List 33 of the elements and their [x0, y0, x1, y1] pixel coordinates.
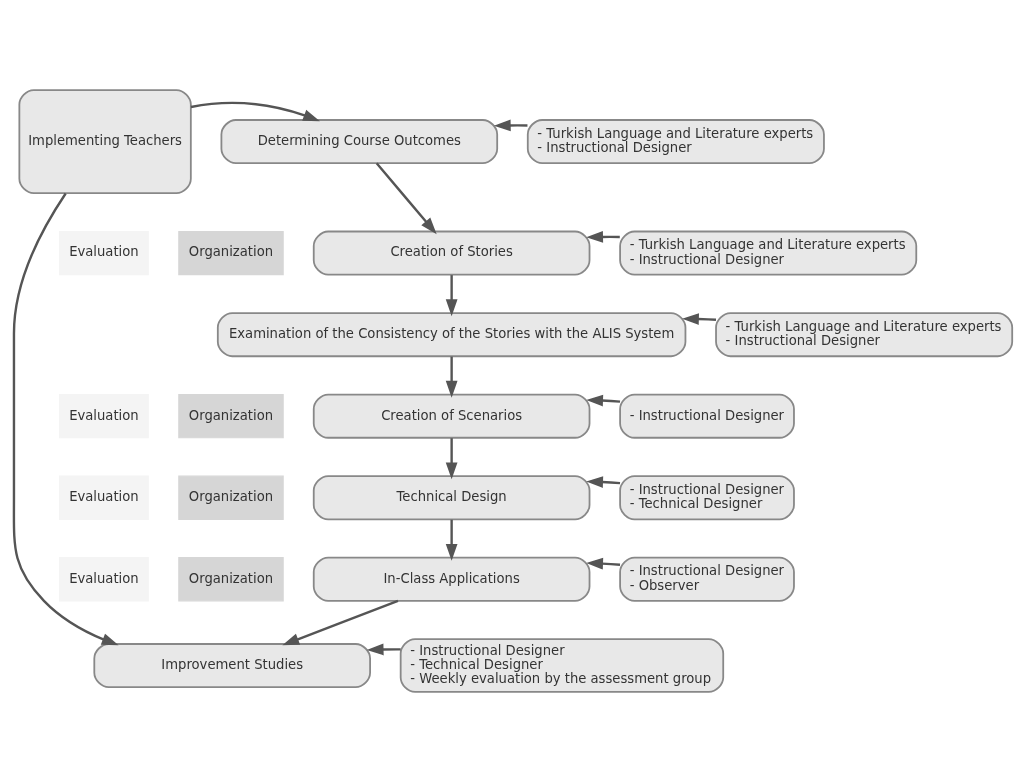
- node-box: Examination of the Consistency of the Stories with the ALIS System: [216, 312, 686, 358]
- arrow: [190, 101, 320, 122]
- node-box: Creation of Stories: [312, 230, 590, 276]
- node-box: Determining Course Outcomes: [220, 119, 498, 165]
- node-box: Creation of Scenarios: [312, 393, 590, 439]
- node-box: In-Class Applications: [312, 556, 590, 602]
- node-box: Organization: [177, 557, 284, 602]
- node-box: Organization: [177, 475, 284, 520]
- node-box: Implementing Teachers: [17, 89, 192, 195]
- node-box: Technical Design: [312, 475, 590, 521]
- arrow: [681, 313, 716, 325]
- node-box: - Turkish Language and Literature experts - Instructional Designer: [714, 312, 1013, 358]
- arrow: [281, 599, 398, 646]
- arrow: [12, 192, 119, 646]
- node-box: Organization: [177, 230, 284, 276]
- node-box: - Instructional Designer: [618, 393, 795, 439]
- node-box: - Turkish Language and Literature experts - Instructional Designer: [618, 230, 917, 276]
- arrow: [585, 557, 620, 570]
- arrow: [366, 643, 401, 656]
- arrow: [375, 162, 437, 235]
- arrow: [445, 519, 458, 561]
- node-box: - Instructional Designer - Technical Designer - Weekly evaluation by the assessment group: [399, 638, 724, 693]
- arrow: [493, 119, 527, 132]
- arrow: [445, 356, 458, 398]
- node-box: - Turkish Language and Literature experts - Instructional Designer: [526, 119, 825, 165]
- node-box: - Instructional Designer - Technical Designer: [618, 475, 795, 521]
- node-box: Organization: [177, 394, 284, 439]
- node-box: Improvement Studies: [92, 643, 371, 689]
- arrow: [585, 394, 620, 407]
- node-box: - Instructional Designer - Observer: [618, 556, 795, 602]
- arrow: [445, 275, 458, 317]
- arrow: [585, 476, 620, 488]
- arrow: [445, 438, 458, 480]
